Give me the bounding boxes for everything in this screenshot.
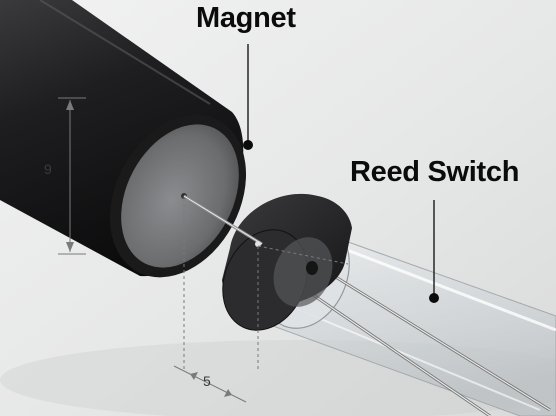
gap-arrow-right: [224, 389, 232, 397]
reed-wire-upper-shine: [317, 265, 551, 411]
connecting-pin-shine: [183, 195, 263, 245]
reed-leader-dot: [429, 293, 439, 303]
gap-dimension-label: 5: [203, 373, 211, 389]
reed-switch-label: Reed Switch: [350, 156, 520, 188]
reed-switch: [222, 193, 556, 416]
wire-hole: [306, 261, 318, 275]
dimension-gap: [173, 198, 349, 403]
reed-wire-lower-shine: [299, 285, 491, 416]
height-dimension-label: 9: [44, 161, 52, 177]
magnet-label: Magnet: [196, 2, 296, 34]
gap-dim-line: [173, 365, 247, 403]
magnet-highlight: [39, 0, 211, 105]
magnet-face: [121, 124, 239, 268]
height-arrow-bottom: [66, 242, 74, 252]
gap-arrow-left: [190, 372, 198, 380]
pin-tip: [255, 241, 261, 247]
magnet: [0, 0, 247, 278]
height-arrow-top: [66, 100, 74, 110]
end-cap-rim: [273, 237, 333, 307]
dimension-height: [58, 97, 86, 255]
magnet-leader-dot: [243, 140, 253, 150]
